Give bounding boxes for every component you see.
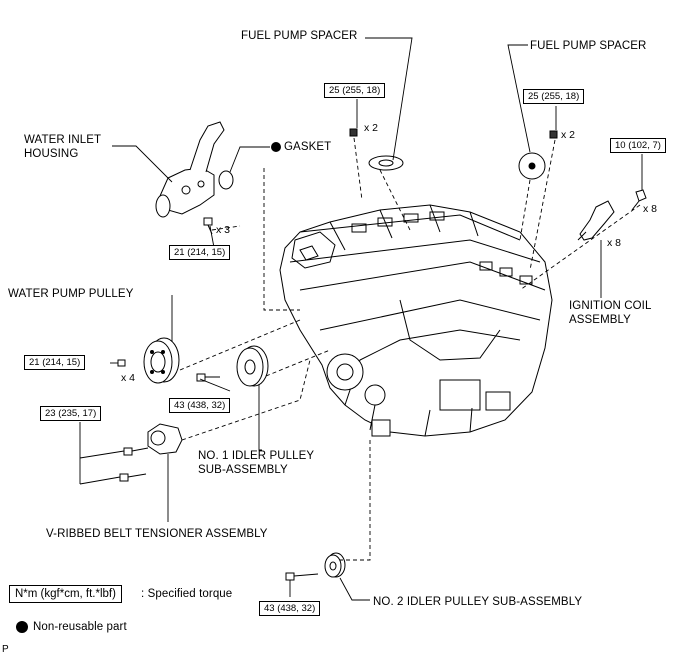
torque-box-water-inlet: 21 (214, 15)	[169, 245, 231, 260]
legend-non-reusable: Non-reusable part	[33, 621, 127, 633]
no2-idler-label: NO. 2 IDLER PULLEY SUB-ASSEMBLY	[373, 596, 583, 608]
torque-box-tensioner: 23 (235, 17)	[40, 406, 102, 421]
legend-torque-box: N*m (kgf*cm, ft.*lbf)	[9, 585, 122, 603]
footer-mark: P	[2, 644, 9, 655]
fuel-pump-spacer-label-1: FUEL PUMP SPACER	[241, 30, 358, 42]
qty-water-inlet-bolts: x 3	[216, 224, 231, 236]
fuel-pump-spacer-1-part	[349, 128, 404, 171]
qty-ignition-bolts: x 8	[643, 203, 658, 215]
no1-idler-label-line2: SUB-ASSEMBLY	[198, 464, 288, 476]
gasket-bullet-icon	[271, 142, 281, 152]
torque-box-ignition-coil: 10 (102, 7)	[610, 138, 666, 153]
solid-leader-lines	[79, 37, 643, 601]
fuel-pump-spacer-label-2: FUEL PUMP SPACER	[530, 40, 647, 52]
qty-fuel-spacer-bolts-1: x 2	[364, 122, 379, 134]
torque-box-no1-idler: 43 (438, 32)	[169, 398, 231, 413]
tensioner-label: V-RIBBED BELT TENSIONER ASSEMBLY	[46, 528, 268, 540]
ignition-coil-label-line2: ASSEMBLY	[569, 314, 631, 326]
fuel-pump-spacer-2-part	[518, 130, 558, 180]
water-inlet-housing-part	[155, 121, 225, 218]
torque-box-no2-idler: 43 (438, 32)	[259, 601, 321, 616]
qty-pulley-bolts: x 4	[121, 372, 136, 384]
gasket-part	[218, 170, 234, 190]
water-inlet-housing-label-line1: WATER INLET	[24, 134, 102, 146]
water-pump-pulley-label: WATER PUMP PULLEY	[8, 288, 134, 300]
torque-box-fuel-spacer-1: 25 (255, 18)	[324, 83, 386, 98]
non-reusable-bullet-icon	[16, 621, 28, 633]
no2-idler-pulley-part	[285, 552, 346, 581]
dashed-leader-lines	[179, 137, 641, 561]
ignition-coil-label-line1: IGNITION COIL	[569, 300, 652, 312]
legend-torque-desc: : Specified torque	[141, 588, 233, 600]
no1-idler-label-line1: NO. 1 IDLER PULLEY	[198, 450, 315, 462]
gasket-label: GASKET	[284, 141, 332, 153]
qty-fuel-spacer-bolts-2: x 2	[561, 129, 576, 141]
torque-box-water-pump-pulley: 21 (214, 15)	[24, 355, 86, 370]
engine-block	[279, 204, 553, 437]
water-inlet-housing-label-line2: HOUSING	[24, 148, 79, 160]
torque-box-fuel-spacer-2: 25 (255, 18)	[523, 89, 585, 104]
water-pump-pulley-part	[117, 337, 180, 384]
tensioner-part	[119, 423, 183, 482]
no1-idler-pulley-part	[196, 345, 269, 387]
qty-ignition-coils: x 8	[607, 237, 622, 249]
ignition-coil-part	[577, 189, 647, 241]
